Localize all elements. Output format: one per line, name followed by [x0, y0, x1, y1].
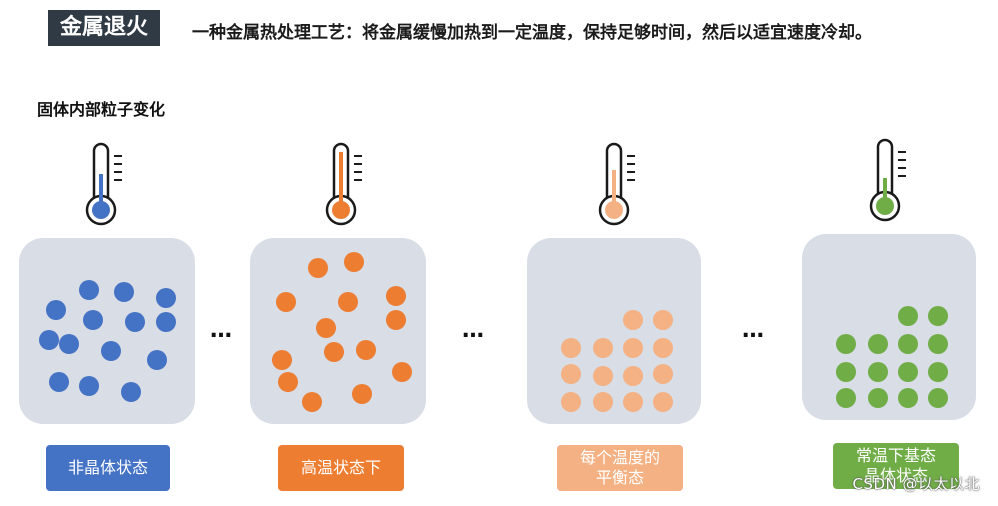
particle: [928, 334, 948, 354]
particle: [623, 338, 643, 358]
particle-box-amorphous: [19, 238, 195, 424]
thermometer-icon: [598, 142, 635, 226]
stage-label: 非晶体状态: [46, 445, 170, 491]
particle: [653, 392, 673, 412]
particle: [868, 388, 888, 408]
separator-ellipsis: …: [210, 318, 233, 343]
separator-ellipsis: …: [742, 318, 765, 343]
watermark: CSDN @以太以北: [852, 475, 980, 493]
particle: [49, 372, 69, 392]
page-title: 金属退火: [48, 10, 160, 46]
definition-text: 一种金属热处理工艺：将金属缓慢加热到一定温度，保持足够时间，然后以适宜速度冷却。: [192, 23, 872, 43]
particle: [344, 252, 364, 272]
particle: [593, 338, 613, 358]
particle: [276, 292, 296, 312]
particle: [561, 364, 581, 384]
section-title: 固体内部粒子变化: [37, 100, 166, 119]
particle: [338, 292, 358, 312]
particle: [356, 340, 376, 360]
thermometer-icon: [85, 142, 122, 226]
particle: [868, 334, 888, 354]
particle: [46, 300, 66, 320]
particle: [386, 310, 406, 330]
particle: [898, 306, 918, 326]
particle: [79, 280, 99, 300]
stage-label: 常温下基态 晶体状态: [833, 443, 959, 489]
particle: [316, 318, 336, 338]
particle: [593, 392, 613, 412]
particle: [561, 338, 581, 358]
particle: [898, 388, 918, 408]
particle: [836, 362, 856, 382]
particle: [623, 392, 643, 412]
particle: [928, 306, 948, 326]
particle: [156, 288, 176, 308]
particle: [836, 334, 856, 354]
particle: [868, 362, 888, 382]
particle: [561, 392, 581, 412]
particle: [125, 312, 145, 332]
particle: [324, 342, 344, 362]
particle: [308, 258, 328, 278]
particle: [83, 310, 103, 330]
particle: [653, 310, 673, 330]
thermometer-icon: [869, 138, 906, 222]
particle: [928, 362, 948, 382]
particle: [623, 310, 643, 330]
particle-box-equilibrium: [527, 238, 701, 424]
particle: [121, 382, 141, 402]
particle: [302, 392, 322, 412]
particle: [101, 341, 121, 361]
particle: [278, 372, 298, 392]
particle: [79, 376, 99, 396]
particle: [59, 334, 79, 354]
particle: [653, 364, 673, 384]
stage-label: 每个温度的 平衡态: [557, 445, 683, 491]
thermometer-icon: [325, 142, 362, 226]
particle: [386, 286, 406, 306]
particle-box-high-temperature: [250, 238, 426, 424]
particle: [147, 350, 167, 370]
particle: [352, 384, 372, 404]
separator-ellipsis: …: [462, 318, 485, 343]
particle: [623, 366, 643, 386]
particle: [114, 282, 134, 302]
particle: [898, 334, 918, 354]
particle: [39, 330, 59, 350]
particle: [653, 338, 673, 358]
stage-label: 高温状态下: [278, 445, 404, 491]
particle: [928, 388, 948, 408]
particle: [272, 350, 292, 370]
particle: [836, 388, 856, 408]
particle: [156, 312, 176, 332]
particle-box-crystal: [802, 234, 976, 420]
particle: [392, 362, 412, 382]
particle: [898, 362, 918, 382]
particle: [593, 366, 613, 386]
